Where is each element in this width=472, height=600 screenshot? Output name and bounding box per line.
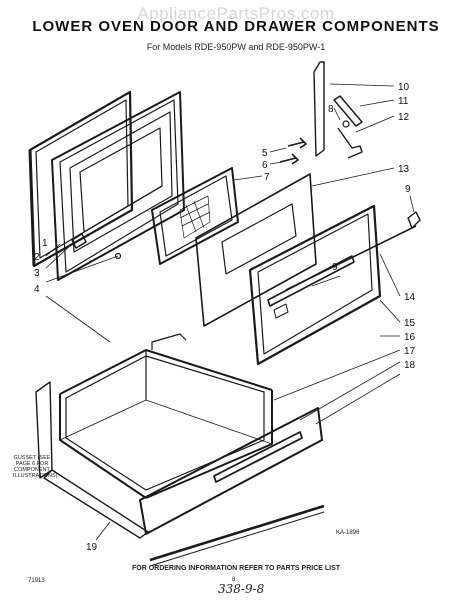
gusset-note: GUSSET (SEE PAGE 6 FOR COMPONENT ILLUSTR… [13,455,58,479]
handwritten-note: 338-9-8 [218,582,265,596]
callout-4: 4 [34,284,40,295]
callout-17: 17 [404,346,416,357]
callout-16: 16 [404,332,416,343]
drawer-front [140,408,322,534]
glass-panel [196,174,316,326]
diagram-title: LOWER OVEN DOOR AND DRAWER COMPONENTS [32,18,440,35]
callout-5: 5 [262,148,268,159]
page-number: 8 [232,577,236,583]
callout-1: 1 [42,238,48,249]
hinge-assembly [314,62,362,158]
drawer-slide [36,382,324,566]
window-pack [152,168,238,264]
callout-labels: 10 11 12 8 5 6 7 13 9 9 2 3 4 14 15 16 1… [34,82,416,553]
callout-15: 15 [404,318,416,329]
year-code: 71913 [28,578,45,584]
callout-10: 10 [398,82,410,93]
diagram-subtitle: For Models RDE-950PW and RDE-950PW-1 [146,42,326,52]
drawing-code: KA-1896 [336,530,360,536]
ordering-note: FOR ORDERING INFORMATION REFER TO PARTS … [131,565,341,572]
callout-7: 7 [264,172,270,183]
watermark: AppliancePartsPros.com [137,4,335,23]
callout-12: 12 [398,112,410,123]
screws [280,138,306,164]
callout-6: 6 [262,160,268,171]
callout-11: 11 [398,96,409,107]
callout-3: 3 [34,268,40,279]
callout-9-right: 9 [405,184,411,195]
door-hardware [72,234,122,260]
callout-19: 19 [86,542,98,553]
leader-lines [46,84,414,540]
callout-9-handle: 9 [332,262,338,273]
hinge-pin [286,212,420,290]
callout-18: 18 [404,360,416,371]
callout-13: 13 [398,164,410,175]
callout-8: 8 [328,104,334,115]
door-liner [52,92,184,280]
callout-2: 2 [34,252,40,263]
drawer-body [60,334,272,498]
callout-14: 14 [404,292,416,303]
